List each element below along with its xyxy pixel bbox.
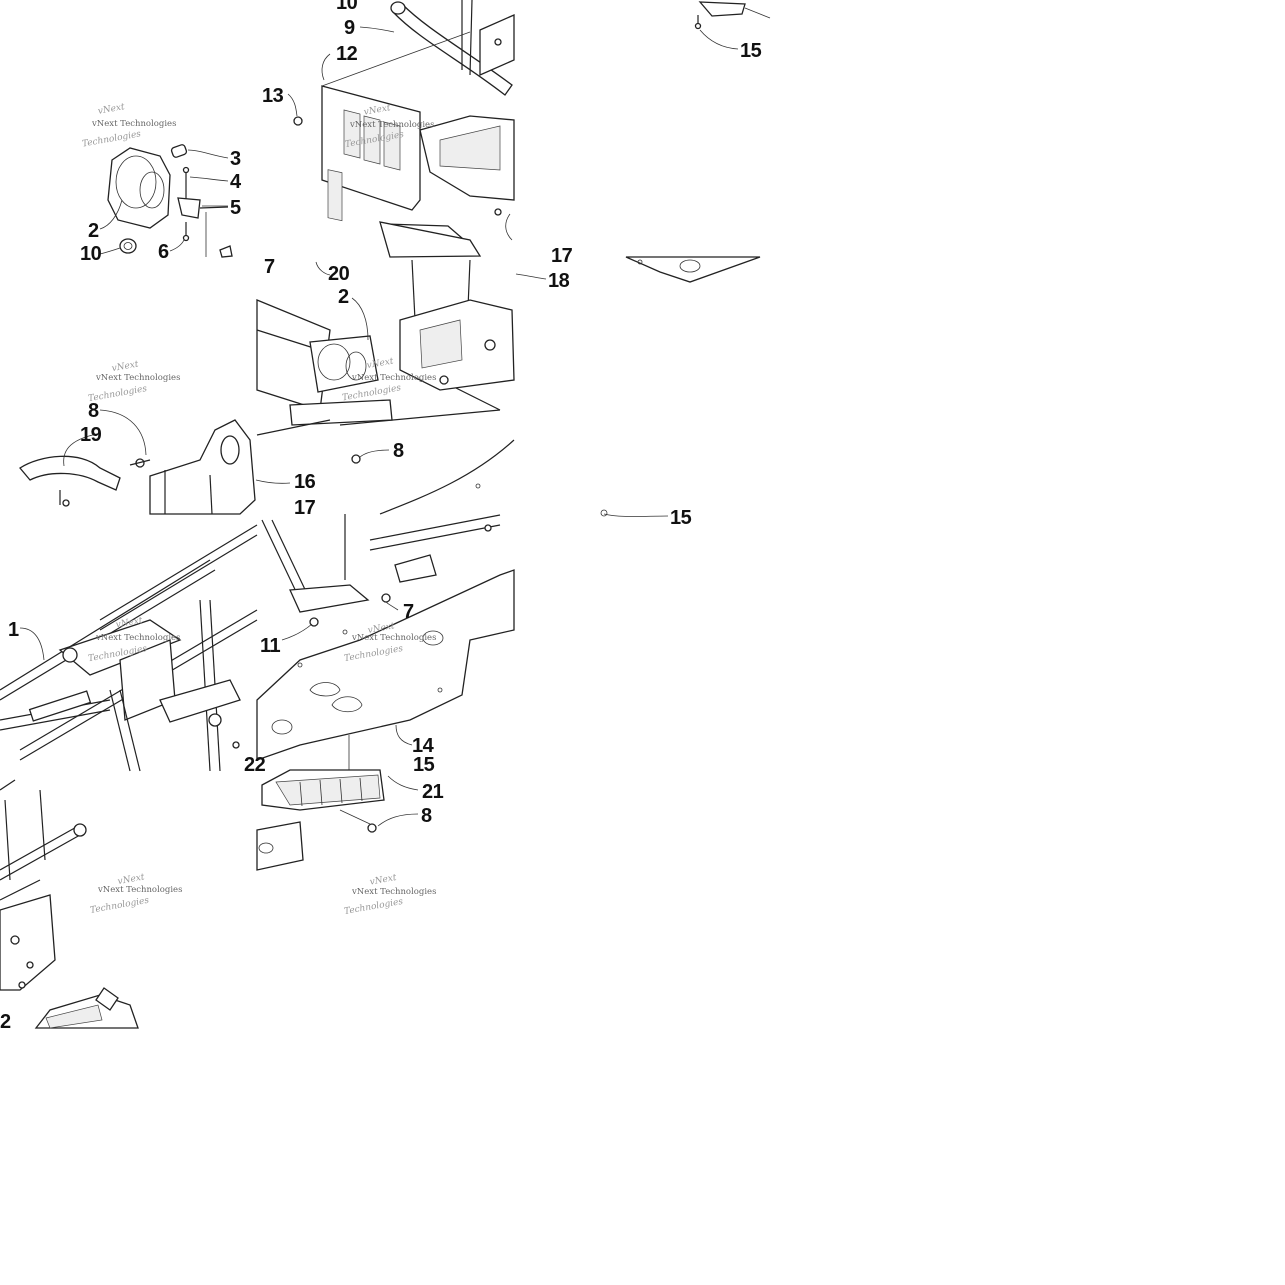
svg-text:vNext: vNext — [363, 103, 392, 118]
callout-20: 20 — [328, 263, 350, 285]
watermark-text: vNext Technologies — [95, 373, 180, 383]
callout-2: 2 — [338, 286, 349, 308]
callout-15: 15 — [740, 40, 762, 62]
watermark-text: vNext Technologies — [349, 120, 434, 130]
callout-17: 17 — [551, 245, 573, 267]
callout-7: 7 — [403, 601, 414, 623]
skid-plate — [256, 514, 515, 771]
svg-text:vNext: vNext — [366, 356, 395, 371]
svg-text:Technologies: Technologies — [89, 896, 150, 916]
callout-14: 14 — [412, 735, 435, 757]
callout-12: 12 — [336, 43, 358, 65]
callout-13: 13 — [262, 85, 284, 107]
svg-text:vNext: vNext — [115, 616, 144, 631]
watermark-text: vNext Technologies — [351, 633, 436, 643]
callout-7: 7 — [264, 256, 275, 278]
svg-text:vNext: vNext — [369, 873, 398, 888]
callout-8: 8 — [393, 440, 404, 462]
main-frame — [0, 524, 258, 772]
callout-4: 4 — [230, 171, 242, 193]
callout-8: 8 — [421, 805, 432, 827]
svg-text:Technologies: Technologies — [81, 129, 142, 149]
front-bumper — [19, 419, 256, 515]
callout-8: 8 — [88, 400, 99, 422]
callout-15: 15 — [413, 754, 435, 776]
footrest — [256, 769, 385, 871]
svg-text:vNext: vNext — [367, 621, 396, 636]
watermark-11: vNext vNext Technologies Technologies — [343, 873, 436, 917]
svg-text:Technologies: Technologies — [343, 897, 404, 917]
watermark-text: vNext Technologies — [351, 373, 436, 383]
callout-19: 19 — [80, 424, 102, 446]
skid-plate-right — [625, 256, 761, 283]
callout-15: 15 — [670, 507, 692, 529]
front-right-bracket — [694, 1, 771, 30]
callout-21: 21 — [422, 781, 444, 803]
callout-22: 22 — [244, 754, 266, 776]
watermark-text: vNext Technologies — [91, 119, 176, 129]
front-rack-grille — [293, 0, 515, 251]
watermark-4: vNext vNext Technologies Technologies — [87, 359, 180, 404]
callout-1: 1 — [8, 619, 19, 641]
front-frame-detail — [256, 221, 515, 515]
callout-10: 10 — [336, 0, 358, 14]
callout-9: 9 — [344, 17, 355, 39]
callout-labels: 10 9 12 13 15 3 4 5 2 10 6 7 20 2 18 17 … — [0, 0, 762, 1033]
svg-text:vNext: vNext — [111, 359, 140, 374]
callout-3: 3 — [230, 148, 241, 170]
rear-frame — [0, 779, 139, 1029]
callout-18: 18 — [548, 270, 570, 292]
callout-2: 2 — [0, 1011, 11, 1033]
callout-5: 5 — [230, 197, 241, 219]
callout-10: 10 — [80, 243, 102, 265]
watermark-text: vNext Technologies — [97, 885, 182, 895]
callout-6: 6 — [158, 241, 169, 263]
watermark-text: vNext Technologies — [95, 633, 180, 643]
watermark-1: vNext vNext Technologies Technologies — [81, 102, 176, 149]
callout-11: 11 — [260, 635, 281, 657]
watermark-text: vNext Technologies — [351, 887, 436, 897]
svg-text:vNext: vNext — [117, 872, 146, 887]
watermark-10: vNext vNext Technologies Technologies — [89, 872, 182, 915]
callout-2: 2 — [88, 220, 99, 242]
svg-text:vNext: vNext — [97, 102, 126, 117]
callout-17: 17 — [294, 497, 316, 519]
headlight-assembly — [107, 144, 233, 258]
callout-16: 16 — [294, 471, 316, 493]
